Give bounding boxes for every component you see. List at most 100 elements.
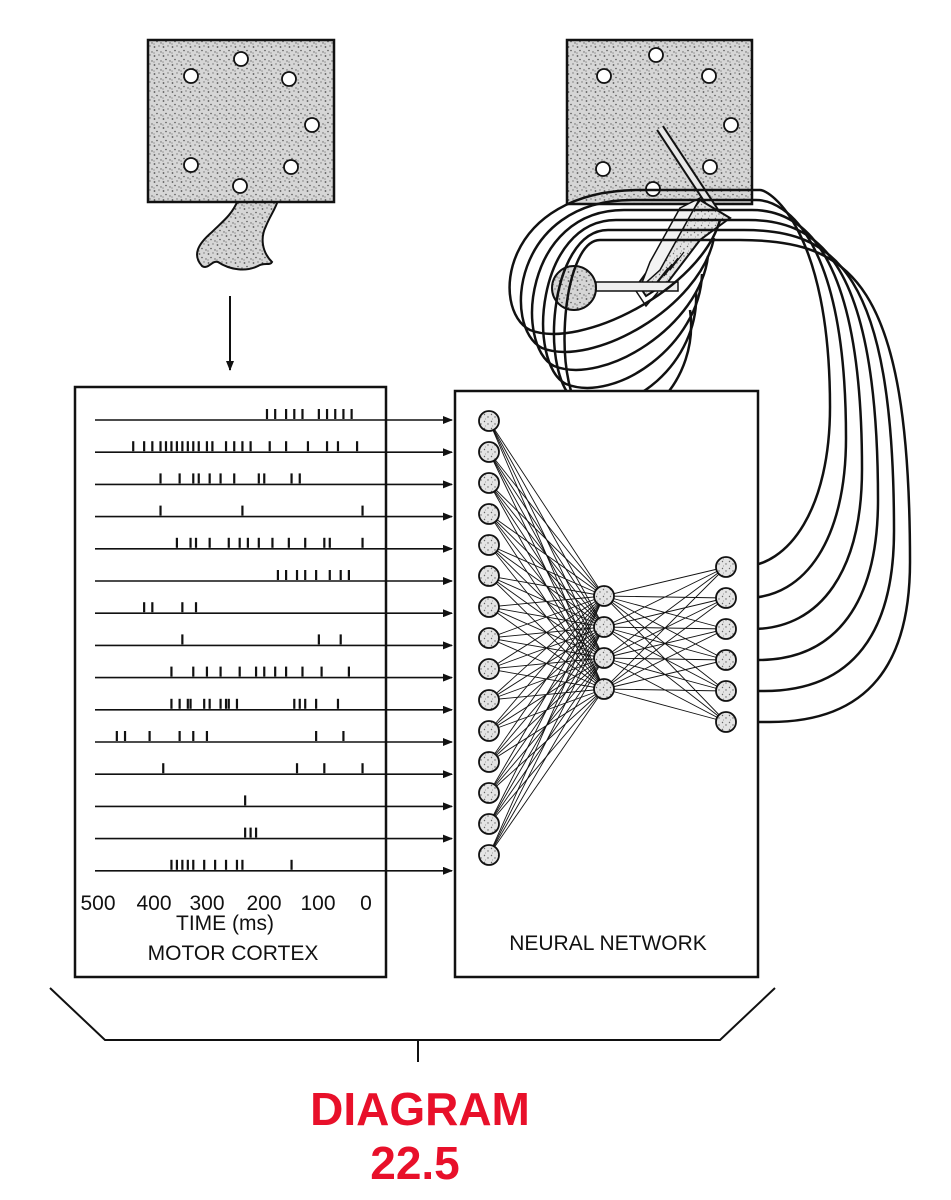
input-neuron (478, 658, 500, 680)
hidden-neuron (593, 647, 615, 669)
input-neuron (478, 441, 500, 463)
time-tick-label: 0 (360, 892, 372, 915)
spike-train-row (95, 441, 453, 457)
output-neuron (715, 587, 737, 609)
network-edge (488, 420, 605, 597)
spike-train-row (95, 602, 453, 618)
output-neuron (715, 680, 737, 702)
input-neuron (478, 844, 500, 866)
output-cable (541, 218, 880, 662)
network-edge (603, 566, 727, 597)
target-circle (304, 117, 320, 133)
output-neuron (715, 556, 737, 578)
network-edge (488, 688, 605, 856)
spike-train-row (95, 409, 453, 424)
network-edge (603, 628, 727, 690)
input-neuron (478, 689, 500, 711)
target-circle (281, 71, 297, 87)
network-edge (488, 626, 605, 856)
spike-train-row (95, 731, 453, 746)
input-neuron (478, 627, 500, 649)
neural-network-panel: NEURAL NETWORK (453, 389, 760, 979)
network-edge (488, 595, 605, 856)
input-neuron (478, 472, 500, 494)
input-neuron (478, 720, 500, 742)
time-tick-label: 300 (189, 892, 224, 915)
network-edge (603, 566, 727, 659)
output-cables (508, 188, 912, 724)
network-connections (488, 420, 727, 856)
hidden-neuron (593, 585, 615, 607)
network-edge (488, 595, 605, 763)
target-circle (596, 68, 612, 84)
target-circle (723, 117, 739, 133)
caption-number: 22.5 (370, 1137, 460, 1189)
target-circle (283, 159, 299, 175)
target-board-robot (565, 38, 754, 206)
target-circle (183, 157, 199, 173)
spike-train-row (95, 473, 453, 489)
output-neuron (715, 618, 737, 640)
network-edge (603, 688, 727, 723)
network-edge (488, 595, 605, 825)
spike-train-row (95, 570, 453, 585)
target-circles (183, 51, 320, 194)
output-neuron (715, 711, 737, 733)
input-neuron (478, 813, 500, 835)
network-edge (488, 575, 605, 597)
target-circle (233, 51, 249, 67)
target-circle (595, 161, 611, 177)
output-cable (530, 208, 864, 631)
network-edge (488, 595, 605, 732)
spike-train-row (95, 763, 453, 779)
network-edge (488, 595, 605, 794)
spike-train-row (95, 505, 453, 521)
spike-train-row (95, 859, 453, 875)
output-neuron (715, 649, 737, 671)
network-edge (488, 657, 605, 856)
hidden-neuron (593, 616, 615, 638)
spike-train-row (95, 537, 453, 553)
target-board (146, 38, 336, 204)
output-cable (519, 198, 848, 600)
network-edge (603, 659, 727, 690)
network-edge (488, 595, 605, 670)
task-board-left (146, 38, 336, 271)
network-edge (603, 566, 727, 690)
spike-train-row (95, 666, 453, 682)
network-edge (488, 595, 605, 639)
time-tick-label: 500 (80, 892, 115, 915)
hidden-neuron (593, 678, 615, 700)
input-neuron (478, 596, 500, 618)
spike-train-row (95, 634, 453, 650)
network-edge (488, 482, 605, 597)
input-neuron (478, 782, 500, 804)
caption-title: DIAGRAM (310, 1083, 530, 1135)
monkey-hand (196, 199, 280, 271)
time-tick-label: 100 (300, 892, 335, 915)
task-board-right (551, 38, 754, 311)
input-neuron (478, 751, 500, 773)
network-edge (488, 544, 605, 597)
network-edge (488, 595, 605, 608)
target-circle (701, 68, 717, 84)
network-edge (488, 451, 605, 597)
network-nodes (478, 410, 737, 866)
spike-train-row (95, 827, 453, 843)
target-circle (232, 178, 248, 194)
spike-train-row (95, 795, 453, 811)
target-circle (648, 47, 664, 63)
network-edge (488, 513, 605, 597)
target-circle (702, 159, 718, 175)
grouping-brace (49, 987, 776, 1062)
network-edge (488, 595, 605, 701)
time-tick-label: 200 (246, 892, 281, 915)
time-axis-label: TIME (ms) (176, 912, 274, 935)
spike-train-row (95, 698, 453, 714)
motor-cortex-label: MOTOR CORTEX (148, 942, 319, 965)
output-cable (508, 188, 832, 569)
network-edge (603, 688, 727, 692)
spike-trains (95, 409, 453, 875)
